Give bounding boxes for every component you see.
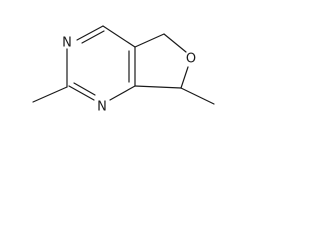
chemical-structure-drawing: N N O (32, 25, 215, 115)
nitrogen-bottom-label: N (97, 100, 107, 115)
bond-c2-n-bottom-double (73, 82, 96, 96)
bond-o-c7 (180, 66, 189, 89)
nitrogen-top-label: N (62, 36, 72, 51)
bond-c2-n-bottom (68, 85, 95, 101)
bond-c7-methyl (180, 87, 215, 105)
bond-c4-n-top-double (81, 30, 105, 44)
chemical-structure-canvas: N N O (0, 0, 259, 131)
bond-c4a-c4 (102, 25, 136, 48)
bond-c2-methyl (32, 86, 68, 103)
bond-c5-o (163, 33, 187, 53)
bond-c7-c7a (134, 85, 182, 89)
oxygen-label: O (186, 52, 196, 67)
bond-c4-n-top (76, 25, 104, 41)
bond-n-bottom-c7a (109, 85, 136, 101)
bond-c4a-c5 (134, 33, 165, 48)
